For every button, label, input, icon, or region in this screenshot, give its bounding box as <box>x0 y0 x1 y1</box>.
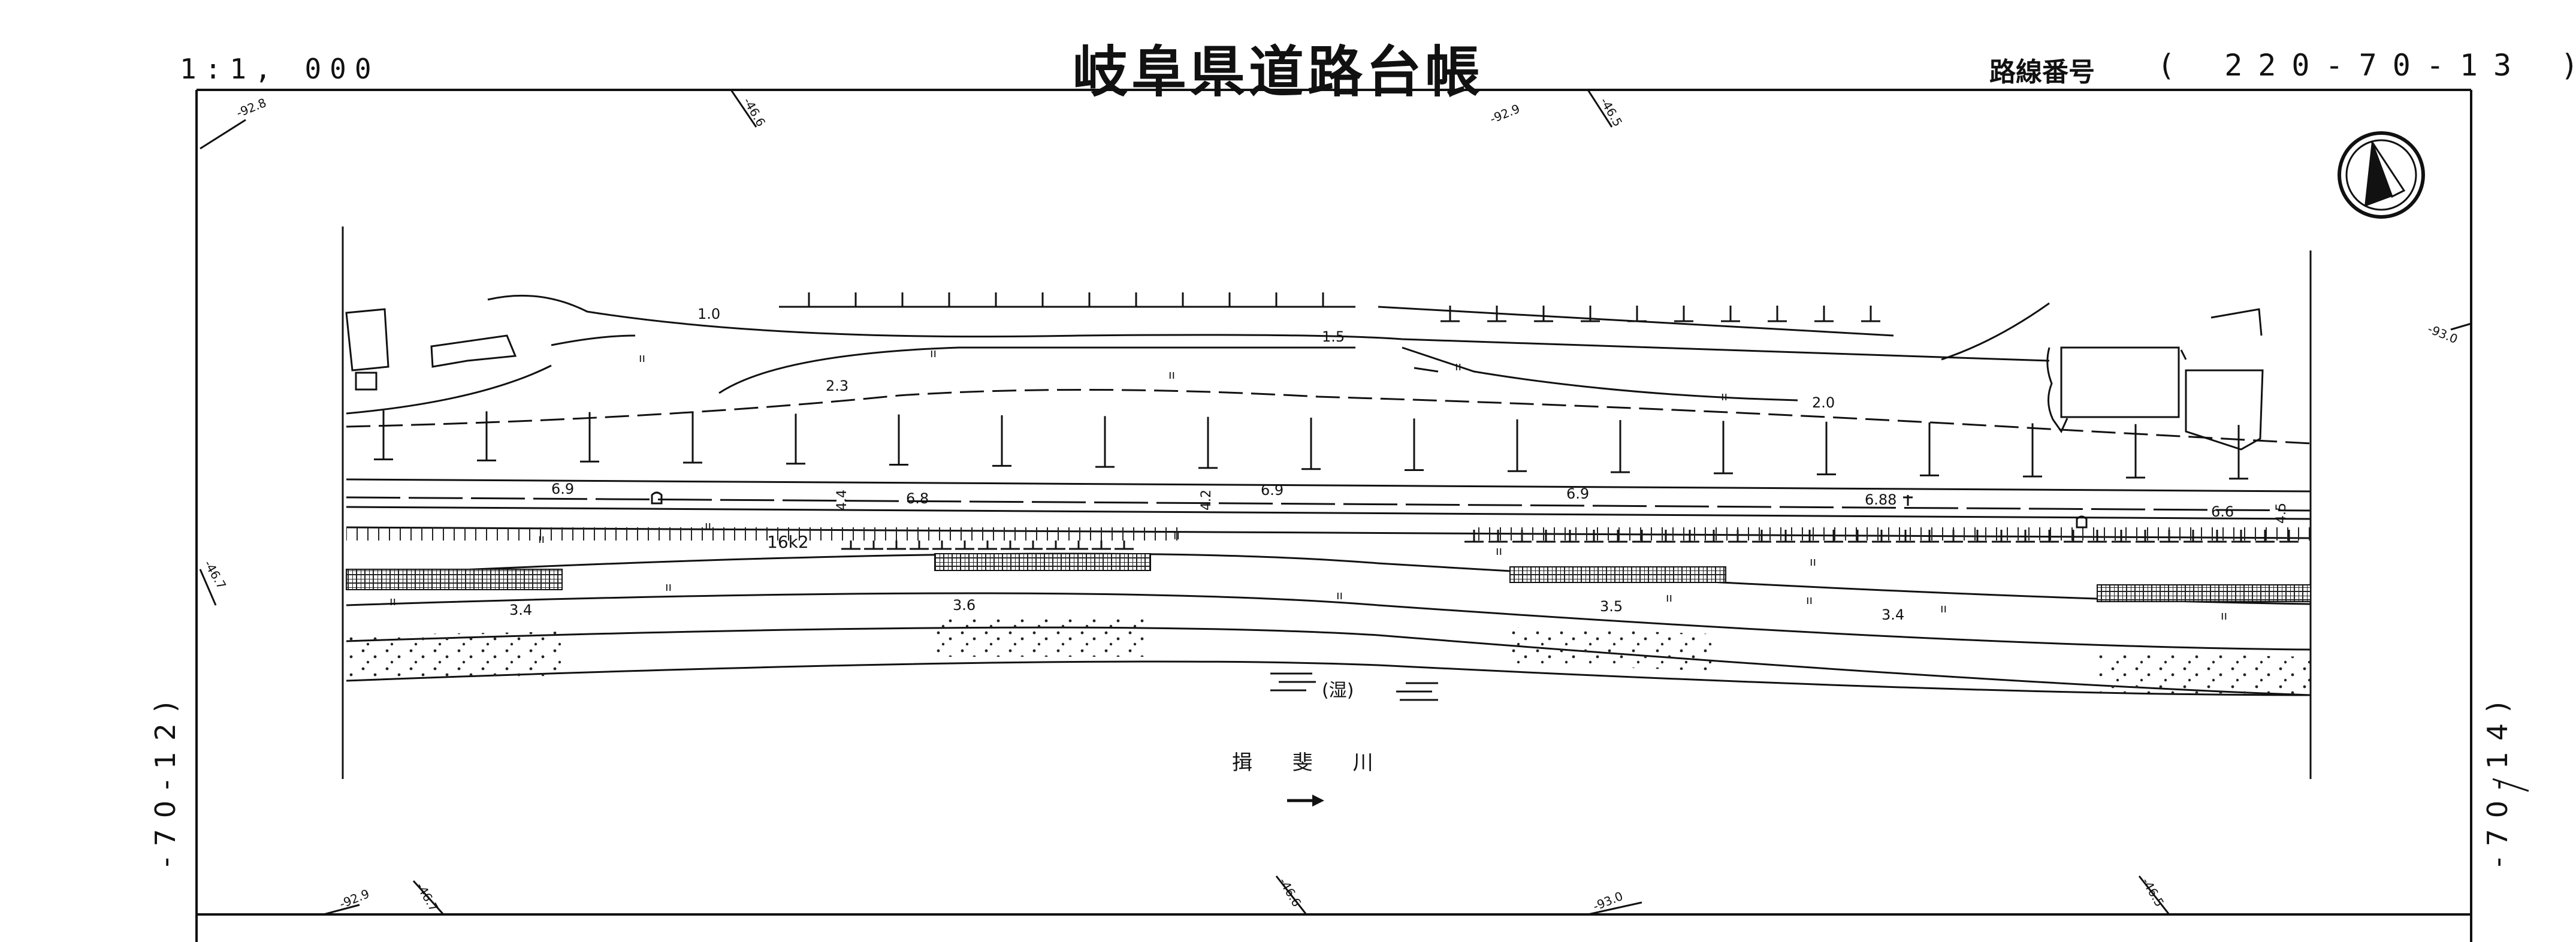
grid-label: -46.7 <box>201 558 229 592</box>
buildings <box>345 308 2264 451</box>
spot-height: 4.5 <box>2274 503 2289 524</box>
wet-label: (湿) <box>1322 680 1354 701</box>
page-title: 岐阜県道路台帳 <box>1073 40 1484 104</box>
grid-label: -46.7 <box>413 880 442 914</box>
width-label: 6.9 <box>1261 482 1284 499</box>
right-sheet-ref: -70-14) <box>2481 691 2514 867</box>
grid-label: -46.6 <box>741 95 769 129</box>
grid-label: -46.5 <box>2139 875 2167 910</box>
route-number: ( 220-70-13 ) <box>2157 48 2576 83</box>
vegetation-marks: ıı ıı ıı ıı ıı ıı ıı ıı ıı ıı ıı ıı ıı ıı ıı ıı ıı <box>389 346 2227 623</box>
vegetation-mark: ıı <box>1455 359 1461 373</box>
vegetation-mark: ıı <box>665 579 672 594</box>
kerb-tick-row <box>346 527 1185 541</box>
vegetation-mark: ıı <box>705 518 711 533</box>
width-label: 2.0 <box>1812 394 1835 411</box>
spot-height: 4.2 <box>1199 490 1214 511</box>
grid-label: -92.8 <box>234 95 268 120</box>
width-label: 1.5 <box>1322 328 1345 345</box>
width-labels: 1.0 1.5 2.3 2.0 6.9 6.8 6.9 6.9 6.88 6.6… <box>509 306 2234 623</box>
vegetation-mark: ıı <box>930 346 937 360</box>
grid-label: -92.9 <box>337 886 372 911</box>
spot-height: 4.4 <box>835 490 850 511</box>
vegetation-mark: ıı <box>1168 367 1175 382</box>
grid-coordinate-marks <box>199 89 2529 916</box>
width-label: 3.4 <box>509 602 532 618</box>
vegetation-mark: ıı <box>1940 601 1947 615</box>
vegetation-mark: ıı <box>1806 593 1813 607</box>
grid-label: -93.0 <box>2426 321 2460 346</box>
width-label: 6.9 <box>551 481 574 497</box>
width-label: 6.88 <box>1865 491 1896 508</box>
vegetation-mark: ıı <box>538 532 545 546</box>
width-label: 6.9 <box>1566 485 1589 502</box>
kilopost-label: 16k2 <box>767 532 809 552</box>
kerb-tick-row <box>1474 527 2311 541</box>
manhole-marks <box>651 491 2088 529</box>
drainage-grates <box>346 553 2311 602</box>
route-number-label: 路線番号 <box>1989 57 2095 87</box>
vegetation-mark: ıı <box>2221 608 2227 623</box>
vegetation-mark: ıı <box>1666 590 1672 605</box>
river-name: 揖 斐 川 <box>1232 751 1390 775</box>
vegetation-mark: ıı <box>639 351 645 365</box>
vegetation-mark: ıı <box>389 594 396 608</box>
vegetation-mark: ıı <box>1173 528 1180 542</box>
grid-label: -46.6 <box>1276 875 1304 910</box>
width-label: 1.0 <box>697 306 720 322</box>
spot-height-labels: 4.4 4.2 4.5 <box>835 490 2289 524</box>
grid-label: -92.9 <box>1488 101 1522 126</box>
flow-arrow-icon <box>1287 795 1324 807</box>
map-scale: 1:1, 000 <box>180 53 380 85</box>
width-label: 6.8 <box>906 490 929 507</box>
vegetation-mark: ıı <box>1496 544 1502 558</box>
width-label: 2.3 <box>826 378 848 394</box>
gravel-areas <box>346 617 2311 694</box>
width-label: 3.6 <box>953 597 976 614</box>
sheet-frame <box>195 89 2472 942</box>
vegetation-mark: ıı <box>1336 588 1343 602</box>
width-label: 3.4 <box>1882 606 1904 623</box>
vegetation-mark: ıı <box>1810 554 1816 569</box>
slope-ticks <box>374 292 2299 550</box>
width-label: 3.5 <box>1600 598 1623 615</box>
north-arrow-icon <box>2338 131 2425 219</box>
vegetation-mark: ıı <box>1721 389 1728 403</box>
wet-area-marks <box>1270 672 1438 701</box>
left-sheet-ref: -70-12) <box>149 691 182 867</box>
width-label: 6.6 <box>2211 503 2234 520</box>
